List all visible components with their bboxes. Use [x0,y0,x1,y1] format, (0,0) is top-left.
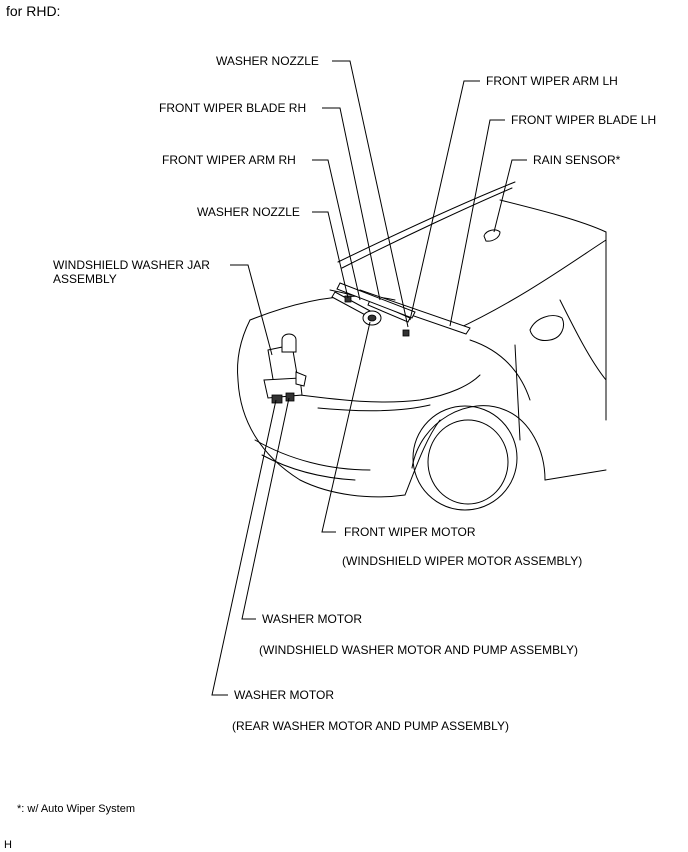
label-washer-jar-line1: WINDSHIELD WASHER JAR [53,258,210,272]
label-front-wiper-motor: FRONT WIPER MOTOR [344,525,476,539]
rain-sensor-part [483,229,501,242]
label-front-wiper-motor-sub: (WINDSHIELD WIPER MOTOR ASSEMBLY) [342,554,583,568]
wiper-motor [362,310,382,326]
label-washer-motor-rear: WASHER MOTOR [234,688,335,702]
corner-code: H [4,839,12,851]
label-front-wiper-blade-lh: FRONT WIPER BLADE LH [511,113,657,127]
label-washer-motor-rear-sub: (REAR WASHER MOTOR AND PUMP ASSEMBLY) [232,719,509,733]
header-text: for RHD: [6,3,61,19]
wiper-blade-rh [336,282,416,319]
label-front-wiper-arm-rh: FRONT WIPER ARM RH [162,153,296,167]
label-washer-jar-line2: ASSEMBLY [53,272,117,286]
label-washer-nozzle-top: WASHER NOZZLE [216,54,319,68]
footnote: *: w/ Auto Wiper System [17,803,135,815]
label-washer-nozzle-mid: WASHER NOZZLE [197,205,300,219]
washer-jar-part [263,333,307,404]
label-washer-motor-front: WASHER MOTOR [262,612,363,626]
label-front-wiper-arm-lh: FRONT WIPER ARM LH [486,74,618,88]
label-front-wiper-blade-rh: FRONT WIPER BLADE RH [159,101,307,115]
leader-lines [211,60,527,696]
label-rain-sensor: RAIN SENSOR* [533,153,621,167]
label-washer-motor-front-sub: (WINDSHIELD WASHER MOTOR AND PUMP ASSEMB… [259,643,578,657]
